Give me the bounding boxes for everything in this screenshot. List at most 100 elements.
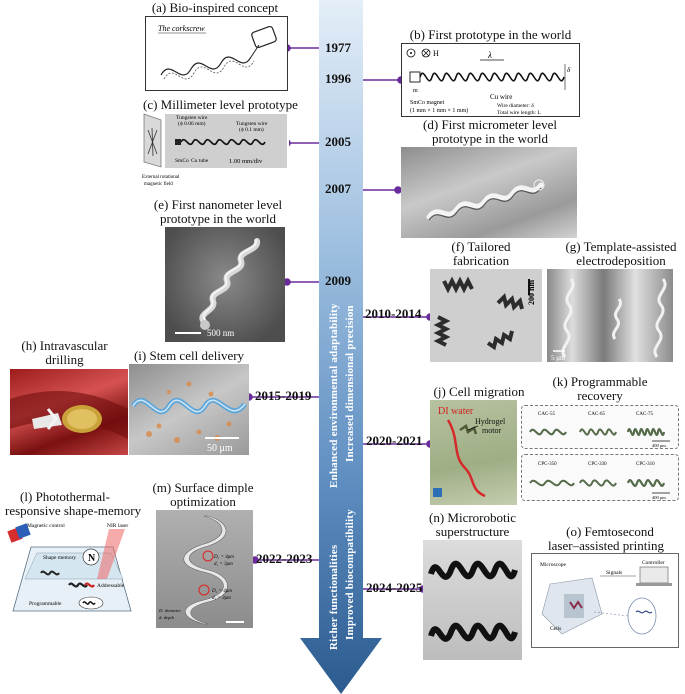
caption-d-line2: prototype in the world: [432, 131, 548, 146]
b-wire: Cu wire: [490, 93, 512, 101]
b-magnet: SmCo magnet: [410, 100, 444, 106]
caption-e-line2: prototype in the world: [160, 211, 276, 226]
m-d2: d₁ = 3μm: [214, 562, 233, 567]
panel-k-bottom: CPC-350 CPC-330 CPC-310 400 μm: [521, 454, 679, 501]
caption-m-line1: (m) Surface dimple: [152, 480, 254, 495]
year-1977: 1977: [325, 40, 351, 55]
k-top-scale: 400 μm: [652, 443, 666, 448]
k-top-label-2: CAC-75: [636, 412, 653, 417]
m-d3: D₂ = 4μm: [211, 589, 232, 594]
caption-b: (b) First prototype in the world: [403, 27, 578, 42]
year-2024-2025: 2024-2025: [366, 580, 423, 595]
c-smco: SmCo: [175, 158, 189, 164]
panel-m-image: D₁ = 4μm d₁ = 3μm D₂ = 4μm d₂ = 3μm D: d…: [156, 510, 253, 628]
k-top-label-1: CAC-65: [588, 412, 605, 417]
panel-g-image: 5 μm: [547, 269, 673, 362]
label-biocompatibility: Improved biocompatibility: [344, 508, 356, 640]
caption-o-line2: laser–assisted printing: [548, 538, 664, 553]
j-di-water: DI water: [438, 406, 474, 417]
panel-b: H m λ δ SmCo magnet (1 mm × 1 mm × 1 mm)…: [401, 43, 580, 117]
c-ext1: External rotational: [142, 175, 180, 180]
k-bottom-label-2: CPC-310: [636, 462, 655, 467]
panel-o: Microscope Signals Controller Cells: [531, 553, 679, 648]
panel-a-sketch: The corkscrew: [145, 16, 288, 91]
caption-k-line2: recovery: [577, 388, 623, 403]
caption-g-line1: (g) Template-assisted: [565, 239, 677, 254]
caption-e-line1: (e) First nanometer level: [153, 197, 283, 212]
c-cutube: Cu tube: [191, 158, 209, 164]
b-h-label: H: [433, 49, 439, 58]
caption-g-line2: electrodeposition: [576, 253, 666, 268]
caption-d-line1: (d) First micrometer level: [423, 117, 557, 132]
caption-n-line2: superstructure: [435, 524, 510, 539]
year-2020-2021: 2020-2021: [366, 433, 423, 448]
caption-h-line1: (h) Intravascular: [21, 338, 108, 353]
caption-l-line1: (l) Photothermal-: [20, 489, 110, 504]
label-dimensional-precision: Increased dimensional precision: [344, 305, 356, 462]
c-tungsten1-size: (ϕ 0.06 mm): [178, 120, 206, 127]
caption-m-line2: optimization: [170, 494, 236, 509]
l-shape: Shape memory: [43, 555, 76, 561]
panel-n-image: [423, 540, 522, 660]
f-scale-label: 200 nm: [527, 280, 536, 305]
l-addressable: Addressable: [97, 583, 125, 589]
o-controller: Controller: [642, 560, 665, 566]
c-tungsten2: Tungsten wire: [236, 121, 268, 127]
year-1996: 1996: [325, 71, 351, 86]
o-signals: Signals: [606, 570, 622, 576]
caption-a: (a) Bio-inspired concept: [151, 0, 279, 15]
k-bottom-label-1: CPC-330: [588, 462, 607, 467]
panel-i-image: 50 μm: [129, 364, 249, 455]
year-2009: 2009: [325, 273, 351, 288]
b-wire-d: Wire diameter: δ: [497, 103, 534, 109]
year-2005: 2005: [325, 134, 351, 149]
panel-d-image: [401, 147, 577, 238]
panel-f-image: 200 nm: [430, 269, 542, 362]
m-d1: D₁ = 4μm: [213, 555, 234, 560]
c-scale: 1.00 mm/div: [229, 158, 263, 165]
year-2015-2019: 2015-2019: [255, 388, 312, 403]
c-tungsten2-size: (ϕ 0.1 mm): [239, 126, 264, 133]
caption-k-line1: (k) Programmable: [552, 374, 648, 389]
caption-c: (c) Millimeter level prototype: [143, 97, 298, 112]
panel-j-image: DI water Hydrogel motor: [430, 400, 517, 505]
panel-k-top: CAC-55 CAC-65 CAC-75 400 μm: [521, 405, 679, 449]
b-m-label: m: [413, 88, 418, 94]
l-programmable: Programmable: [29, 601, 62, 607]
e-scale-label: 500 nm: [207, 328, 234, 338]
g-scale-label: 5 μm: [551, 354, 566, 362]
panel-c: Tungsten wire (ϕ 0.06 mm) Tungsten wire …: [141, 112, 289, 192]
year-2022-2023: 2022-2023: [256, 551, 313, 566]
caption-f-line2: fabrication: [452, 253, 510, 268]
m-legend1: D: diameter: [158, 608, 181, 613]
b-lambda: λ: [487, 50, 492, 60]
j-motor2: motor: [482, 426, 501, 435]
caption-h-line2: drilling: [45, 352, 84, 367]
l-n-letter: N: [88, 553, 96, 564]
m-d4: d₂ = 3μm: [212, 596, 231, 601]
caption-n-line1: (n) Microrobotic: [428, 510, 516, 525]
k-bottom-label-0: CPC-350: [538, 462, 557, 467]
j-motor1: Hydrogel: [475, 417, 506, 426]
c-ext2: magnetic field: [144, 182, 173, 187]
caption-l-line2: responsive shape-memory: [5, 503, 142, 518]
label-richer-functionalities: Richer functionalities: [328, 544, 340, 650]
label-environmental-adaptability: Enhanced environmental adaptability: [328, 303, 340, 488]
b-wire-l: Total wire length: L: [497, 110, 541, 116]
caption-o-line1: (o) Femtosecond: [566, 524, 654, 539]
panel-h-image: [10, 369, 128, 455]
k-bottom-scale: 400 μm: [652, 495, 666, 500]
year-2010-2014: 2010-2014: [365, 306, 422, 321]
i-scale-label: 50 μm: [207, 443, 233, 454]
o-microscope: Microscope: [540, 562, 567, 568]
b-magnet-size: (1 mm × 1 mm × 1 mm): [410, 107, 468, 114]
c-tungsten1: Tungsten wire: [176, 115, 208, 121]
panel-l: Magnetic control NIR laser Shape memory …: [3, 519, 139, 620]
l-magnetic: Magnetic control: [27, 523, 65, 529]
o-cells: Cells: [550, 626, 561, 632]
k-top-label-0: CAC-55: [538, 412, 555, 417]
timeline-arrow: [300, 0, 382, 694]
caption-b-text: First prototype in the world: [428, 27, 572, 42]
year-2007: 2007: [325, 181, 351, 196]
